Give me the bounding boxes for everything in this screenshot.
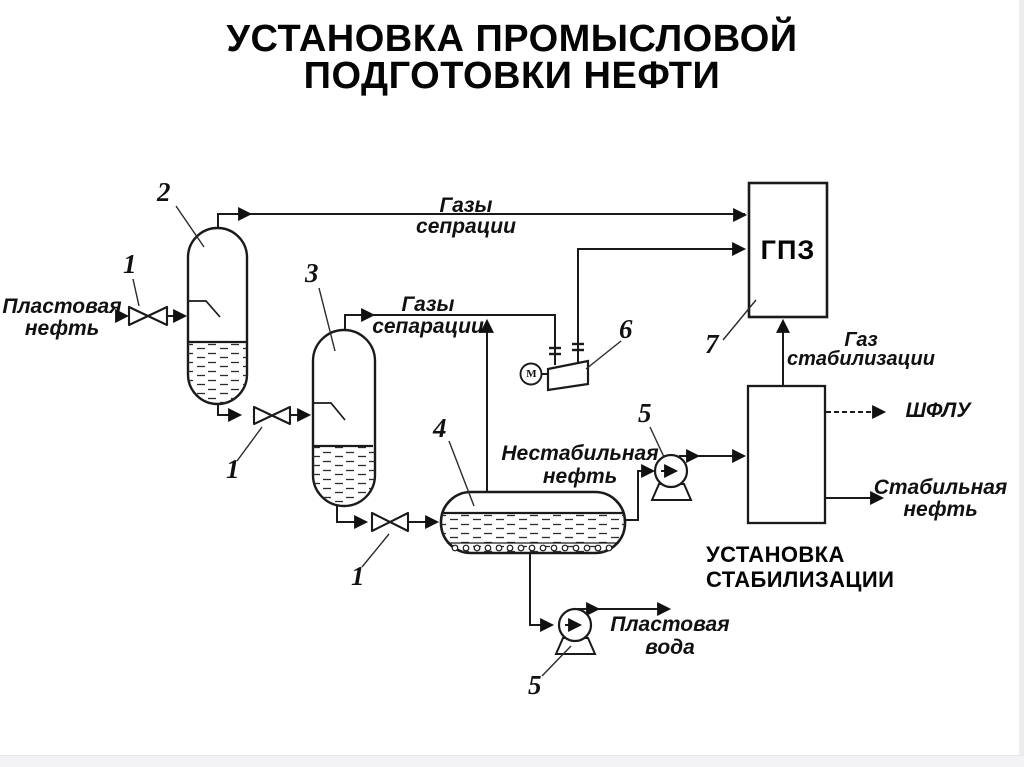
compressor-6 [519,359,590,392]
pump-5-water [554,607,597,655]
stream-label-shflu: ШФЛУ [905,399,971,422]
slide-edge-right [1019,0,1024,767]
equipment-number-5: 5 [528,670,542,700]
equipment-number-5: 5 [638,398,652,428]
line-sep3-out [336,506,369,529]
stabilization-unit-block [746,384,827,525]
equipment-number-2: 2 [157,177,171,207]
valve-1-sep3-out [370,511,410,533]
separator-3 [311,328,377,508]
line-water-to-pump [529,553,555,632]
equipment-number-4: 4 [433,413,447,443]
valves [127,305,410,533]
stream-label-feed-oil: Пластовая нефть [2,295,122,340]
stream-label-stabilization-gas: Газ стабилизации [787,329,935,370]
line-sep2-out [217,401,243,422]
line-tank4-oil-out [624,464,656,521]
stream-label-separation-gases-mid: Газы сепарации [372,293,484,338]
gpz-block [747,181,829,319]
bubble-row [451,544,613,552]
stream-label-unstable-oil: Нестабильная нефть [501,442,659,488]
motor-icon [519,362,543,386]
line-sep2-gas [217,213,745,229]
separator-2 [186,226,249,406]
callout-leaders [132,205,757,677]
inlet-deflector [189,300,221,318]
equipment-number-3: 3 [305,258,319,288]
line-compressor-to-gpz [577,242,747,362]
equipment-number-1: 1 [123,249,137,279]
flange-ticks [549,342,584,356]
inlet-deflector [314,402,346,421]
tank-4 [439,490,627,555]
pump-5-oil [650,453,693,501]
valve-1-feed [127,305,169,327]
equipment-number-6: 6 [619,314,633,344]
valve-1-sep2-out [252,405,292,426]
pipelines [115,207,887,632]
equipment-number-1: 1 [351,561,365,591]
equipment-number-1: 1 [226,454,240,484]
stream-label-separation-gases-top: Газы сепрации [416,194,516,238]
stream-label-produced-water: Пластовая вода [610,613,730,659]
motor-label: М [526,368,537,380]
equipment-number-7: 7 [705,329,719,359]
line-sep3-gas [344,308,376,331]
slide-edge-bottom [0,755,1024,767]
gpz-block-label: ГПЗ [760,234,816,265]
stream-label-stable-oil: Стабильная нефть [873,476,1008,521]
slide-title: УСТАНОВКА ПРОМЫСЛОВОЙ ПОДГОТОВКИ НЕФТИ [226,18,798,97]
stabilization-unit-label: УСТАНОВКА СТАБИЛИЗАЦИИ [706,542,895,592]
